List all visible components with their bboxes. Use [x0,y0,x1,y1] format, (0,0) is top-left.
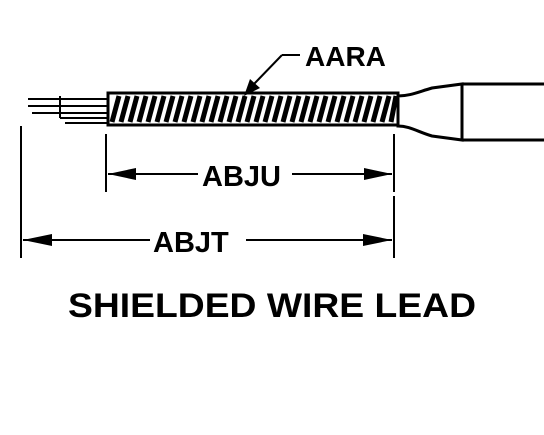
braid-stripe [370,95,383,123]
braid-stripe [325,95,338,123]
braid-stripe [334,95,347,123]
braid-stripe [145,95,158,123]
braid-stripe [307,95,320,123]
braid-stripe [208,95,221,123]
braid-stripe [217,95,230,123]
braid-stripe [379,95,392,123]
dimension-outer-arrow-right [363,234,392,246]
braid-stripe [163,95,176,123]
braid-stripe [136,95,149,123]
braid-stripe [262,95,275,123]
braid-stripe [244,95,257,123]
braid-stripe [235,95,248,123]
braid-stripe [298,95,311,123]
dimension-inner-arrow-right [364,168,392,180]
braid-stripe [271,95,284,123]
braid-stripe [280,95,293,123]
caption: SHIELDED WIRE LEAD [68,287,476,325]
dimension-inner-arrow-left [108,168,136,180]
braid-stripe [127,95,140,123]
callout-label: AARA [305,41,386,72]
braid-stripe [361,95,374,123]
braid-stripe [172,95,185,123]
exposed-conductors [28,96,108,124]
braid-stripe [316,95,329,123]
braid-stripe [181,95,194,123]
braid-stripe [226,95,239,123]
braid-stripe [154,95,167,123]
dimension-inner [105,134,395,192]
cable-jacket [396,82,544,142]
dimension-outer-label: ABJT [153,227,229,259]
braid-stripe [388,95,399,123]
dimension-outer [20,126,395,258]
dimension-inner-label: ABJU [202,161,281,193]
braid-stripe [190,95,203,123]
braid-stripe [289,95,302,123]
braid-stripe [253,95,266,123]
dimension-outer-arrow-left [23,234,52,246]
braid-stripe [352,95,365,123]
braid-stripe [343,95,356,123]
braid-stripe [118,95,131,123]
callout-leader [244,54,300,96]
braid-stripe [199,95,212,123]
braid-stripe [109,95,122,123]
callout-arrowhead [244,79,260,96]
braided-shield [106,91,400,127]
